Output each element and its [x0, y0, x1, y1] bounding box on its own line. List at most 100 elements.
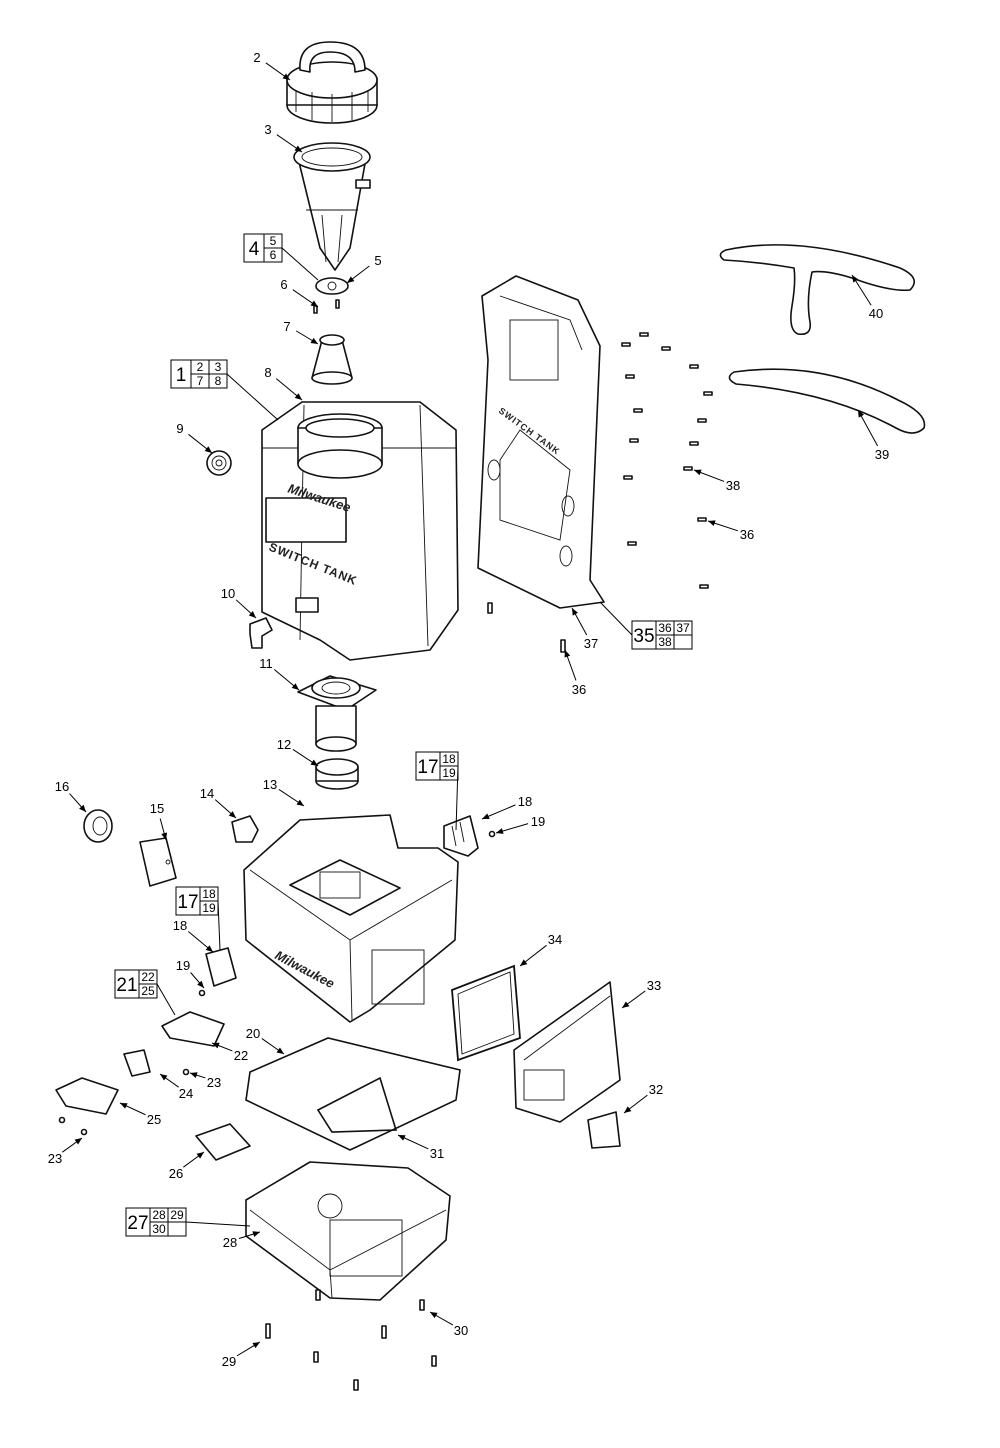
kit-sub-number: 36 — [658, 621, 672, 635]
part-switch-housing — [161, 1011, 225, 1047]
kit-main-number: 35 — [633, 626, 654, 647]
part-number-labels: 2356789101112131415161819181920222324252… — [48, 50, 889, 1369]
arrow-head-p29 — [252, 1342, 260, 1349]
part-valve-plate — [313, 277, 349, 314]
kit-sub-number: 18 — [442, 752, 456, 766]
arrow-head-p39 — [858, 410, 864, 418]
part-filter-basket — [293, 142, 371, 271]
part-label-p24: 24 — [179, 1086, 193, 1101]
part-bottom-housing — [245, 1161, 451, 1301]
arrow-head-p24 — [160, 1074, 168, 1081]
part-label-p32: 32 — [649, 1082, 663, 1097]
part-filter-ring — [315, 758, 359, 790]
kit-sub-number: 18 — [202, 887, 216, 901]
part-label-p11: 11 — [259, 656, 273, 671]
kit-connector-line — [599, 601, 633, 636]
kit-main-number: 4 — [249, 239, 260, 260]
part-label-p23a: 23 — [207, 1075, 221, 1090]
kit-sub-number: 3 — [215, 360, 222, 374]
part-frame-screws — [487, 332, 713, 653]
leader-lines — [62, 62, 879, 1357]
kit-sub-number: 37 — [676, 621, 690, 635]
part-door-seal — [451, 964, 521, 1062]
part-bottom-screws — [265, 1289, 437, 1391]
kit-connector-line — [185, 1221, 251, 1227]
part-small-plate — [195, 1123, 251, 1161]
part-shoulder-strap — [728, 368, 926, 434]
kit-sub-number: 7 — [197, 374, 204, 388]
part-pump-base: Milwaukee — [243, 814, 459, 1023]
arrow-head-p11 — [291, 683, 299, 690]
kit-sub-number: 19 — [442, 766, 456, 780]
arrow-head-p28 — [252, 1231, 260, 1237]
part-label-p3: 3 — [264, 122, 271, 137]
arrow-head-p9 — [204, 446, 212, 453]
kit-sub-number: 30 — [152, 1222, 166, 1236]
part-gasket-large — [245, 1037, 461, 1151]
kit-sub-number: 25 — [141, 984, 155, 998]
part-label-p8: 8 — [264, 365, 271, 380]
part-backpack-frame: SWITCH TANK — [477, 275, 605, 609]
arrow-head-p26 — [196, 1152, 204, 1159]
part-label-p19a: 19 — [531, 814, 545, 829]
arrow-head-p12 — [310, 759, 318, 766]
arrow-head-p10 — [248, 611, 256, 618]
kit-connector-line — [455, 765, 459, 831]
part-label-p18b: 18 — [173, 918, 187, 933]
arrow-head-p38 — [694, 469, 702, 476]
arrow-head-p31 — [398, 1135, 406, 1141]
arrow-head-p23a — [190, 1072, 198, 1079]
part-battery-door — [513, 981, 621, 1123]
kit-sub-number: 19 — [202, 901, 216, 915]
arrow-head-p8 — [294, 393, 302, 400]
kit-sub-number: 8 — [215, 374, 222, 388]
arrow-head-p6 — [310, 300, 318, 307]
arrow-head-p14 — [228, 811, 236, 818]
kit-main-number: 17 — [177, 892, 198, 913]
arrow-head-p22 — [212, 1042, 220, 1049]
arrow-head-p32 — [624, 1106, 632, 1113]
kit-sub-number: 6 — [270, 248, 277, 262]
part-label-p7: 7 — [283, 319, 290, 334]
part-circuit-board — [139, 837, 177, 887]
part-cone-filter — [311, 334, 353, 385]
kit-sub-number: 38 — [658, 635, 672, 649]
part-label-p36b: 36 — [572, 682, 586, 697]
arrow-head-p19b — [197, 980, 204, 988]
part-label-p2: 2 — [253, 50, 260, 65]
part-label-p20: 20 — [246, 1026, 260, 1041]
part-elbow-fitting — [249, 617, 273, 649]
arrow-head-p36a — [708, 520, 716, 527]
part-label-p5: 5 — [374, 253, 381, 268]
arrow-head-p34 — [520, 959, 528, 966]
arrow-head-p36b — [564, 650, 571, 658]
part-label-p39: 39 — [875, 447, 889, 462]
part-label-p29: 29 — [222, 1354, 236, 1369]
arrow-head-p37 — [572, 608, 578, 616]
kit-connector-line — [226, 373, 279, 421]
part-gasket-small — [316, 1076, 398, 1133]
kit-connector-line — [156, 983, 176, 1016]
kit-connector-line — [281, 247, 319, 281]
kit-sub-number: 29 — [170, 1208, 184, 1222]
part-label-p12: 12 — [277, 737, 291, 752]
part-switch — [231, 815, 259, 843]
part-label-p26: 26 — [169, 1166, 183, 1181]
part-label-p9: 9 — [176, 421, 183, 436]
arrow-head-p16 — [79, 804, 86, 812]
part-label-p38: 38 — [726, 478, 740, 493]
part-clip — [587, 1111, 621, 1149]
part-pump-housing — [297, 675, 377, 752]
part-label-p14: 14 — [200, 786, 214, 801]
kit-sub-number: 22 — [141, 970, 155, 984]
arrow-head-p20 — [276, 1047, 284, 1054]
part-label-p40: 40 — [869, 306, 883, 321]
part-label-p18a: 18 — [518, 794, 532, 809]
arrow-head-p19a — [496, 828, 504, 834]
arrow-head-p13 — [296, 799, 304, 806]
part-label-p25: 25 — [147, 1112, 161, 1127]
